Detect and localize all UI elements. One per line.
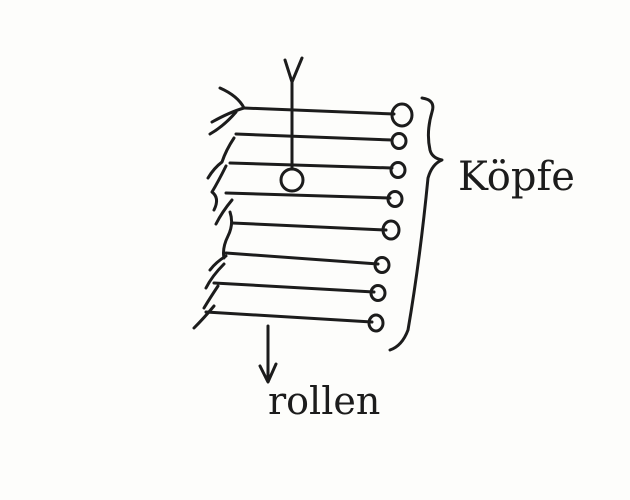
strand-line (226, 193, 390, 198)
strand-line (226, 253, 378, 264)
roll-label: rollen (268, 379, 380, 423)
strand-head-circle (392, 134, 406, 149)
strand-line (230, 163, 392, 168)
strand-line (244, 108, 394, 114)
down-arrow-icon (260, 326, 276, 382)
heads-label: Köpfe (458, 154, 575, 200)
strand-line (206, 312, 372, 322)
strand-head-circle (391, 163, 405, 178)
strand-line (236, 134, 392, 140)
strand-line (214, 283, 374, 292)
y-probe (281, 58, 303, 191)
strand-tails (194, 88, 244, 328)
strand-line (232, 223, 386, 230)
